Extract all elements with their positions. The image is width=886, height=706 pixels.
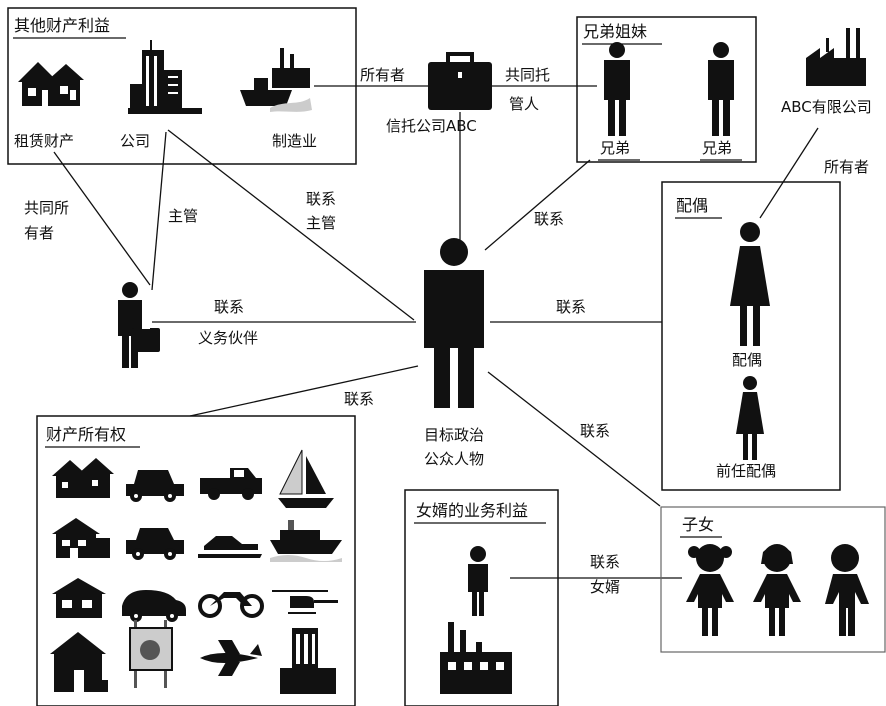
pickup-truck-icon	[200, 468, 262, 500]
edge-label-co-trustee-2: 管人	[509, 95, 539, 113]
box-siblings: 兄弟姐妹 兄弟 兄弟	[576, 16, 757, 163]
abc-company-label: ABC有限公司	[781, 98, 872, 116]
target-label-line1: 目标政治	[424, 426, 484, 444]
edge-label-contact-children: 联系	[580, 422, 610, 440]
abc-company-node: ABC有限公司	[781, 28, 872, 116]
vintage-car-icon	[126, 470, 184, 502]
sailboat-icon	[278, 449, 334, 508]
manufacturing-label: 制造业	[272, 132, 317, 150]
painting-icon	[129, 620, 173, 688]
boy-icon	[825, 544, 869, 636]
box-other-assets: 其他财产利益	[7, 7, 357, 165]
cottage-icon	[52, 578, 106, 618]
trust-briefcase-node: 信托公司ABC	[386, 52, 492, 135]
brother-icon	[708, 42, 734, 136]
edge-label-contact-partner-1: 联系	[214, 298, 244, 316]
edge-label-joint-owner-1: 共同所	[24, 199, 69, 217]
rental-property-icon	[18, 62, 84, 106]
box-property: 财产所有权	[36, 415, 356, 706]
apartment-tower-icon	[280, 628, 336, 694]
girl-icon	[686, 544, 734, 636]
company-building-icon	[128, 40, 202, 114]
edge-abc-spouse	[759, 127, 819, 219]
edge-label-owner-trust: 所有者	[360, 66, 405, 84]
box-spouse: 配偶 配偶 前任配偶	[661, 181, 841, 491]
edge-label-contact-property: 联系	[344, 390, 374, 408]
edge-label-contact-soninlaw-2: 女婿	[590, 578, 620, 596]
edge-target-property	[189, 365, 419, 417]
box-property-title: 财产所有权	[46, 425, 126, 444]
factory-icon	[806, 28, 866, 86]
barn-icon	[50, 632, 108, 692]
businessman-icon	[118, 282, 160, 368]
cruise-ship-icon	[270, 520, 342, 562]
edge-company-partner	[151, 131, 167, 291]
edge-label-contact-partner-2: 义务伙伴	[198, 329, 258, 347]
former-spouse-label: 前任配偶	[716, 462, 776, 480]
connector-lines	[53, 85, 819, 579]
trust-label: 信托公司ABC	[386, 117, 477, 135]
propeller-plane-icon	[200, 640, 262, 676]
target-pep-node: 目标政治 公众人物	[424, 238, 484, 468]
brother-icon	[604, 42, 630, 136]
spouse-woman-icon	[730, 222, 770, 346]
edge-label-contact-siblings: 联系	[534, 210, 564, 228]
houses-icon	[52, 458, 114, 498]
snowmobile-icon	[198, 536, 262, 558]
target-label-line2: 公众人物	[424, 450, 484, 468]
edge-rental-partner	[53, 151, 151, 286]
sibling-label: 兄弟	[600, 139, 630, 157]
girl-icon	[753, 544, 801, 636]
edge-label-contact-supervisor-2: 主管	[306, 214, 336, 232]
former-spouse-woman-icon	[736, 376, 764, 460]
sibling-label: 兄弟	[702, 139, 732, 157]
manufacturing-icon	[240, 48, 312, 112]
rental-property-label: 租赁财产	[14, 132, 74, 150]
edge-labels: 所有者 共同托 管人 所有者 共同所 有者 主管 联系 主管 联系 联系 义务伙…	[24, 66, 869, 596]
box-children-title: 子女	[682, 515, 714, 534]
box-son-in-law: 女婿的业务利益	[404, 489, 559, 706]
edge-label-supervisor: 主管	[168, 207, 198, 225]
edge-label-contact-spouse: 联系	[556, 298, 586, 316]
sedan-car-icon	[122, 590, 186, 622]
edge-label-joint-owner-2: 有者	[24, 224, 54, 242]
edge-label-owner-abc: 所有者	[824, 158, 869, 176]
edge-label-contact-soninlaw-1: 联系	[590, 553, 620, 571]
box-son-in-law-title: 女婿的业务利益	[416, 501, 528, 520]
edge-siblings-target	[484, 159, 591, 251]
edge-company-target	[167, 129, 415, 321]
target-person-icon	[424, 238, 484, 408]
townhouse-icon	[52, 518, 110, 558]
partner-businessman-node	[118, 282, 160, 368]
edge-target-children	[487, 371, 661, 507]
box-other-assets-title: 其他财产利益	[14, 16, 110, 35]
son-in-law-person-icon	[468, 546, 488, 616]
classic-car-icon	[126, 528, 184, 560]
helicopter-icon	[272, 590, 338, 614]
edge-label-co-trustee-1: 共同托	[505, 66, 550, 84]
company-label: 公司	[120, 132, 150, 150]
spouse-label: 配偶	[732, 351, 762, 369]
briefcase-icon	[428, 52, 492, 110]
motorcycle-icon	[198, 592, 264, 618]
box-spouse-title: 配偶	[676, 196, 708, 215]
box-children: 子女	[660, 506, 886, 653]
factory-icon	[440, 622, 512, 694]
edge-label-contact-supervisor-1: 联系	[306, 190, 336, 208]
box-siblings-title: 兄弟姐妹	[583, 22, 647, 41]
